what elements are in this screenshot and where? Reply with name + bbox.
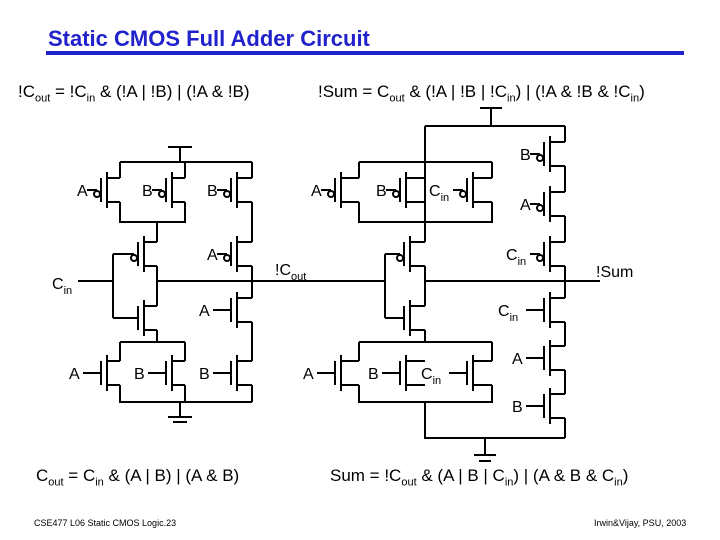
equation-not-cout: !Cout = !Cin & (!A | !B) | (!A & !B) xyxy=(18,82,250,104)
pmos-b2-right-label: B xyxy=(520,147,531,164)
cin-input-label: Cin xyxy=(52,276,72,297)
w xyxy=(119,202,186,223)
nmos-a2-right-label: A xyxy=(512,351,523,368)
eq-sub: in xyxy=(86,92,96,105)
eq-text: C xyxy=(36,466,49,485)
nmos-b2-left-label: B xyxy=(199,366,210,383)
nmos-cin2-right-label: Cin xyxy=(498,303,518,324)
footer-course: CSE477 L06 Static CMOS Logic.23 xyxy=(34,518,177,528)
not-sum-label: !Sum xyxy=(596,264,633,281)
w xyxy=(424,402,565,439)
pmos-a-right-label: A xyxy=(311,183,322,200)
nmos-a-left-label: A xyxy=(69,366,80,383)
eq-text: !Sum = C xyxy=(318,82,390,101)
pmos-bubble xyxy=(536,254,544,262)
eq-text: ) | (!A & !B & !C xyxy=(515,82,631,101)
slide-title: Static CMOS Full Adder Circuit xyxy=(48,26,370,51)
pmos-bubble xyxy=(392,190,400,198)
pmos-b-left-label: B xyxy=(142,183,153,200)
pmos-bubble xyxy=(158,190,166,198)
eq-sub: in xyxy=(95,476,104,489)
equation-cout: Cout = Cin & (A | B) | (A & B) xyxy=(36,466,239,488)
pmos-bubble xyxy=(327,190,335,198)
eq-text: ) | (A & B & C xyxy=(513,466,615,485)
pmos-bubble xyxy=(130,254,138,262)
eq-sub: in xyxy=(504,476,514,489)
pmos-b-right-label: B xyxy=(376,183,387,200)
eq-sub: in xyxy=(507,92,516,105)
pmos-bubble xyxy=(536,204,544,212)
eq-sub: in xyxy=(614,476,623,489)
pmos-cin2-right-label: Cin xyxy=(506,247,526,268)
pmos-b2-left-label: B xyxy=(207,183,218,200)
eq-text: & (A | B) | (A & B) xyxy=(103,466,240,485)
pmos-a2-right-label: A xyxy=(520,197,531,214)
not-cout-label: !Cout xyxy=(275,262,306,283)
pmos-a-left-label: A xyxy=(77,183,88,200)
eq-sub: out xyxy=(401,476,417,489)
equation-not-sum: !Sum = Cout & (!A | !B | !Cin) | (!A & !… xyxy=(318,82,645,104)
pmos-bubble xyxy=(459,190,467,198)
nmos-b2-right-label: B xyxy=(512,399,523,416)
eq-sub: in xyxy=(630,92,640,105)
eq-sub: out xyxy=(35,92,51,105)
eq-text: ) xyxy=(622,466,629,485)
eq-sub: out xyxy=(389,92,405,105)
eq-sub: out xyxy=(48,476,64,489)
nmos-b-left-label: B xyxy=(134,366,145,383)
eq-text: & (A | B | C xyxy=(416,466,505,485)
pmos-bubble xyxy=(223,190,231,198)
eq-text: = !C xyxy=(50,82,87,101)
nmos-b-right-label: B xyxy=(368,366,379,383)
pmos-bubble xyxy=(223,254,231,262)
pmos-bubble xyxy=(396,254,404,262)
eq-text: !C xyxy=(18,82,35,101)
pmos-a2-left-label: A xyxy=(207,247,218,264)
pmos-cin-right-label: Cin xyxy=(429,183,449,204)
footer-credit: Irwin&Vijay, PSU, 2003 xyxy=(594,518,687,528)
circuit-wires xyxy=(78,107,600,462)
eq-text: Sum = !C xyxy=(330,466,402,485)
eq-text: & (!A | !B) | (!A & !B) xyxy=(95,82,250,101)
nmos-a2-left-label: A xyxy=(199,303,210,320)
pmos-bubble xyxy=(93,190,101,198)
eq-text: & (!A | !B | !C xyxy=(404,82,507,101)
title-underline xyxy=(46,51,684,55)
pmos-bubble xyxy=(536,154,544,162)
w xyxy=(119,385,252,403)
nmos-cin-right-label: Cin xyxy=(421,366,441,387)
circuit-devices xyxy=(83,136,565,424)
eq-text: ) xyxy=(639,82,645,101)
nmos-a-right-label: A xyxy=(303,366,314,383)
eq-text: = C xyxy=(63,466,96,485)
equation-sum: Sum = !Cout & (A | B | Cin) | (A & B & C… xyxy=(330,466,628,488)
